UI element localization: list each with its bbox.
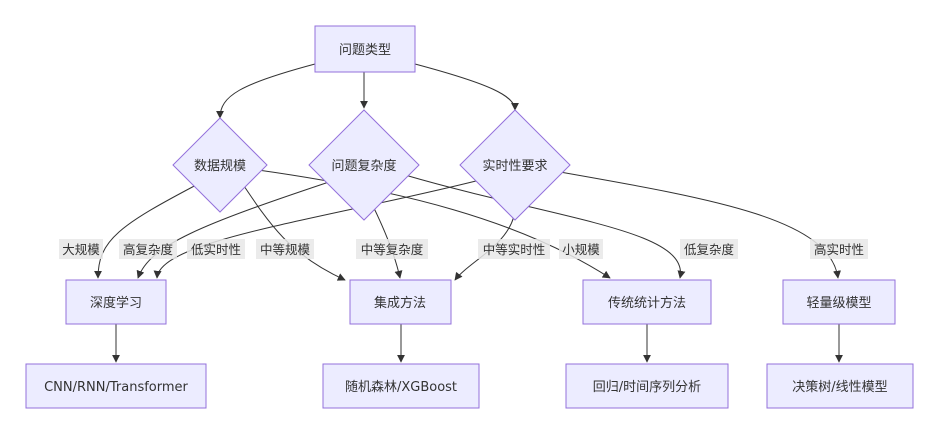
edge-label-medium-realtime: 中等实时性 — [478, 239, 550, 259]
nodes: 问题类型 数据规模 问题复杂度 实时性要求 深度学习 集成方法 传统统计方法 — [25, 25, 914, 409]
edge-label-large-scale: 大规模 — [59, 239, 103, 259]
svg-text:低复杂度: 低复杂度 — [684, 242, 735, 257]
edge-label-low-realtime: 低实时性 — [187, 239, 245, 259]
svg-text:高复杂度: 高复杂度 — [123, 242, 174, 257]
node-ensemble-methods: 集成方法 — [349, 279, 452, 325]
svg-text:高实时性: 高实时性 — [814, 242, 864, 257]
svg-text:中等规模: 中等规模 — [260, 242, 311, 257]
edge-realtime-to-deep-learning — [153, 179, 481, 279]
edge-data-scale-to-ensemble — [239, 179, 346, 281]
edge-label-medium-scale: 中等规模 — [256, 239, 314, 259]
node-lightweight-models: 轻量级模型 — [782, 279, 896, 325]
edge-data-scale-to-deep-learning — [94, 182, 201, 279]
edge-label-low-complexity: 低复杂度 — [680, 239, 738, 259]
svg-text:中等复杂度: 中等复杂度 — [361, 242, 424, 257]
node-traditional-stats: 传统统计方法 — [582, 279, 712, 325]
node-light-examples: 决策树/线性模型 — [766, 363, 914, 409]
svg-text:轻量级模型: 轻量级模型 — [806, 296, 871, 311]
node-realtime-requirement: 实时性要求 — [459, 109, 571, 221]
node-problem-complexity: 问题复杂度 — [308, 109, 420, 221]
svg-text:集成方法: 集成方法 — [374, 295, 426, 311]
svg-text:实时性要求: 实时性要求 — [482, 159, 547, 174]
svg-text:中等实时性: 中等实时性 — [483, 242, 546, 257]
edge-label-high-realtime: 高实时性 — [810, 239, 868, 259]
edge-problem-type-to-realtime — [414, 63, 519, 111]
edges — [94, 63, 843, 363]
edge-complexity-to-stats — [404, 174, 686, 279]
node-problem-type: 问题类型 — [314, 25, 416, 73]
edge-data-scale-to-stats — [257, 169, 611, 279]
node-data-scale: 数据规模 — [172, 117, 268, 213]
node-ensemble-examples: 随机森林/XGBoost — [322, 363, 480, 409]
node-stats-examples: 回归/时间序列分析 — [565, 363, 729, 409]
edge-problem-type-to-data-scale — [216, 63, 316, 119]
edge-label-medium-complexity: 中等复杂度 — [356, 239, 428, 259]
svg-text:决策树/线性模型: 决策树/线性模型 — [792, 379, 887, 395]
svg-text:大规模: 大规模 — [62, 242, 100, 257]
svg-text:随机森林/XGBoost: 随机森林/XGBoost — [345, 380, 457, 395]
svg-text:深度学习: 深度学习 — [90, 295, 142, 311]
edge-label-small-scale: 小规模 — [559, 239, 603, 259]
svg-text:CNN/RNN/Transformer: CNN/RNN/Transformer — [44, 380, 188, 395]
svg-text:问题复杂度: 问题复杂度 — [331, 158, 396, 174]
node-dl-examples: CNN/RNN/Transformer — [25, 363, 207, 409]
svg-text:低实时性: 低实时性 — [191, 242, 241, 257]
edge-label-high-complexity: 高复杂度 — [119, 239, 177, 259]
node-deep-learning: 深度学习 — [65, 279, 167, 325]
svg-text:传统统计方法: 传统统计方法 — [608, 295, 686, 311]
svg-text:问题类型: 问题类型 — [339, 43, 391, 58]
svg-text:小规模: 小规模 — [562, 242, 600, 257]
edge-complexity-to-deep-learning — [136, 179, 336, 279]
edge-labels: 大规模 高复杂度 低实时性 中等规模 中等复杂度 中等实时性 小规模 低复杂度 — [59, 239, 868, 259]
svg-text:回归/时间序列分析: 回归/时间序列分析 — [593, 380, 701, 395]
svg-text:数据规模: 数据规模 — [194, 159, 246, 174]
